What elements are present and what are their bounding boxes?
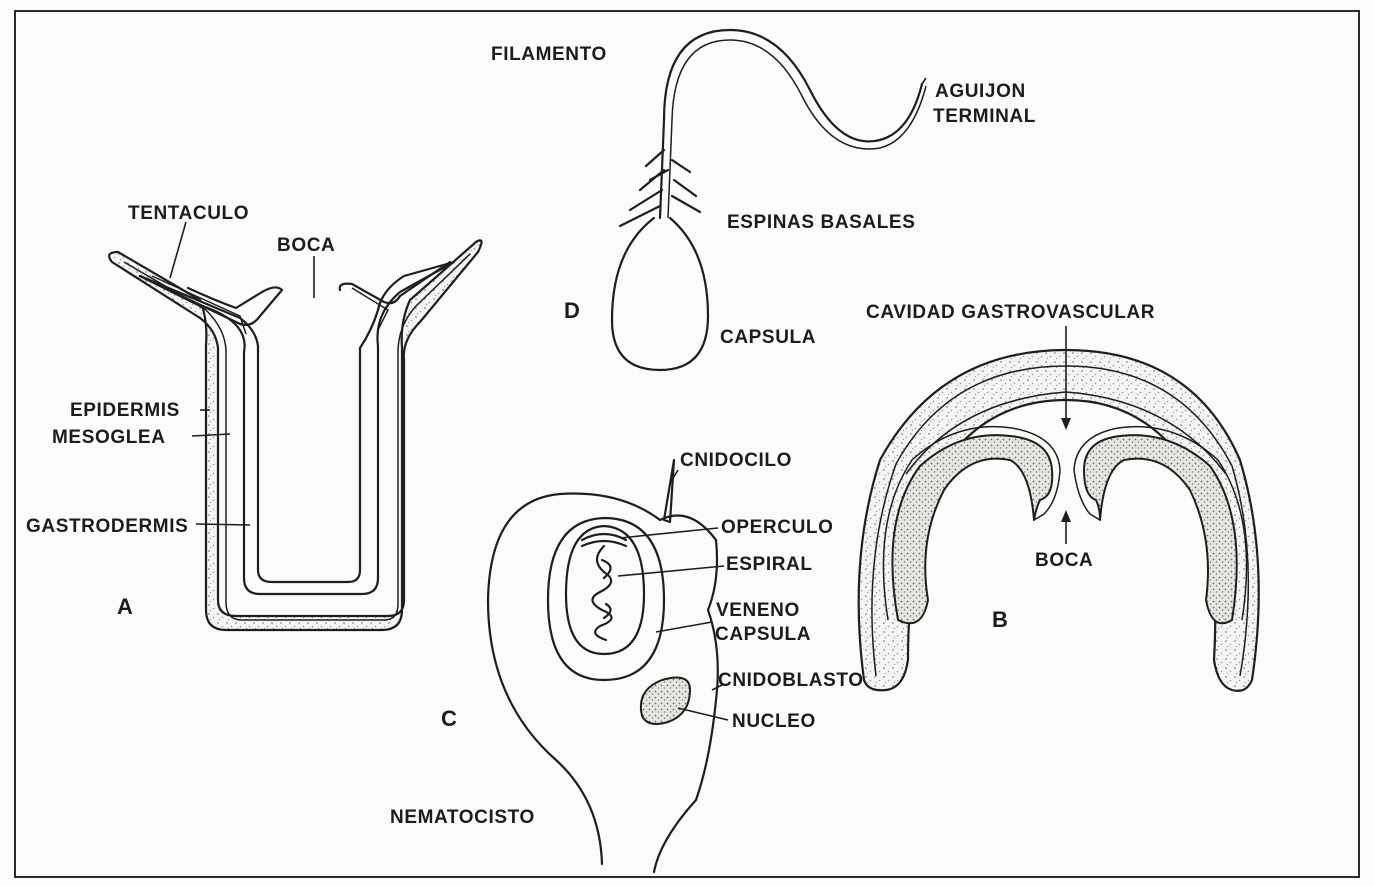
figure-c-cnidoblast: CNIDOCILO OPERCULO ESPIRAL VENENO CAPSUL… [390, 450, 864, 872]
label-tentaculo: TENTACULO [128, 203, 249, 224]
capsule-d [612, 218, 708, 370]
label-cnidocilo: CNIDOCILO [680, 450, 792, 471]
label-espiral: ESPIRAL [726, 554, 813, 575]
label-cnidoblasto: CNIDOBLASTO [718, 670, 864, 691]
label-mesoglea: MESOGLEA [52, 427, 166, 448]
label-cavidad: CAVIDAD GASTROVASCULAR [866, 302, 1155, 323]
operculum [582, 534, 626, 546]
cnidocil [664, 460, 674, 522]
operculo-leader [620, 528, 718, 538]
label-operculo: OPERCULO [721, 517, 833, 538]
label-terminal: TERMINAL [933, 106, 1036, 127]
label-aguijon: AGUIJON [935, 81, 1026, 102]
veneno-leader [656, 622, 712, 632]
filament [660, 30, 922, 218]
mesoglea-leader [192, 434, 230, 436]
label-capsula-c: CAPSULA [715, 624, 811, 645]
figure-a-polyp: TENTACULO BOCA EPIDERMIS MESOGLEA GASTRO… [26, 203, 482, 630]
tentaculo-leader [170, 222, 186, 278]
label-b: B [992, 607, 1009, 632]
label-capsula-d: CAPSULA [720, 327, 816, 348]
label-nucleo: NUCLEO [732, 711, 816, 732]
espiral-leader [618, 566, 724, 576]
label-filamento: FILAMENTO [491, 44, 607, 65]
label-nematocisto: NEMATOCISTO [390, 807, 535, 828]
label-d: D [564, 298, 581, 323]
figure-b-medusa: CAVIDAD GASTROVASCULAR BOCA B [859, 302, 1259, 691]
spiral-thread [592, 546, 611, 640]
label-a: A [117, 594, 134, 619]
label-epidermis: EPIDERMIS [70, 400, 180, 421]
label-boca-b: BOCA [1035, 550, 1093, 571]
nucleus [641, 678, 690, 724]
label-espinas-basales: ESPINAS BASALES [727, 212, 915, 233]
label-veneno: VENENO [716, 600, 800, 621]
nucleo-leader [678, 708, 728, 720]
label-gastrodermis: GASTRODERMIS [26, 516, 188, 537]
gastrodermis-leader [196, 524, 250, 525]
label-boca-a: BOCA [277, 235, 335, 256]
label-c: C [441, 706, 458, 731]
